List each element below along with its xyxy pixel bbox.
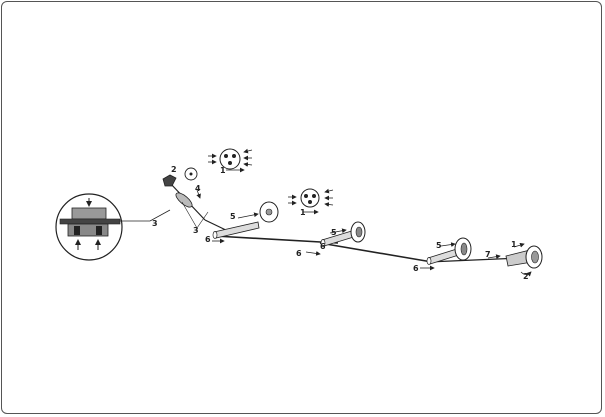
label-2-right: 2 — [523, 272, 529, 281]
capstan-1 — [237, 201, 279, 223]
label-1-right: 1 — [511, 240, 517, 249]
drawing-drum-2 — [320, 221, 366, 247]
wire-motion-arrows — [196, 189, 435, 271]
label-1-top: 1 — [220, 166, 226, 175]
leader-lines-3 — [181, 201, 209, 229]
label-2-top: 2 — [171, 165, 177, 174]
top-die-plate — [208, 148, 253, 173]
label-6-fourth: 6 — [413, 264, 419, 273]
die-assembly — [162, 167, 198, 208]
labels: 2 4 1 3 3 6 5 1 5 6 6 5 6 7 1 2 — [152, 165, 529, 281]
label-5-third: 5 — [436, 241, 442, 250]
label-6-third: 6 — [320, 242, 326, 251]
label-3-middle: 3 — [193, 226, 199, 235]
label-5-first: 5 — [230, 212, 236, 221]
magnified-inset — [55, 193, 171, 261]
label-7: 7 — [485, 250, 491, 259]
wire-path — [169, 182, 521, 263]
drawing-drum-3 — [426, 237, 472, 265]
take-up-spool — [487, 242, 543, 277]
label-6-first: 6 — [205, 235, 211, 244]
label-6-second: 6 — [296, 249, 302, 258]
label-3-left: 3 — [152, 219, 158, 228]
label-5-second: 5 — [331, 228, 337, 237]
drawing-drum-1 — [212, 221, 260, 239]
label-4: 4 — [195, 184, 201, 193]
label-1-middle: 1 — [300, 208, 306, 217]
middle-die-plate — [288, 188, 334, 215]
